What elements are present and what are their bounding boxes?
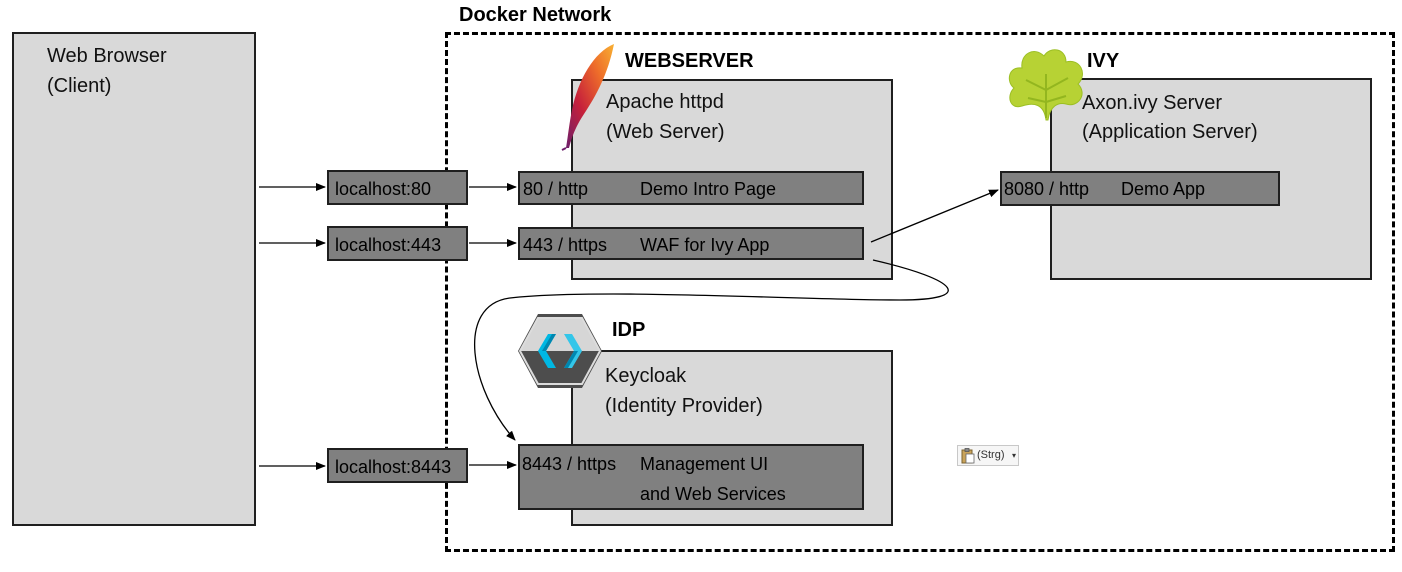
idp-name: Keycloak [605, 365, 687, 387]
arrow-webserver-to-idp [474, 259, 949, 441]
localhost-8443-label: localhost:8443 [335, 457, 452, 477]
ivy-name: Axon.ivy Server [1082, 92, 1223, 114]
webserver-name: Apache httpd [606, 91, 724, 113]
webserver-port-443-desc: WAF for Ivy App [640, 235, 770, 255]
paste-options-button[interactable]: (Strg) ▾ [957, 445, 1019, 466]
webserver-title: WEBSERVER [625, 50, 754, 72]
apache-feather-icon [561, 44, 614, 151]
webserver-port-443 [518, 227, 864, 260]
paste-options-label: (Strg) [977, 449, 1005, 461]
localhost-80-box [327, 170, 468, 205]
localhost-443-label: localhost:443 [335, 235, 442, 255]
web-browser-box [12, 32, 256, 526]
idp-role: (Identity Provider) [605, 395, 763, 417]
arrow-webserver-to-ivy [870, 189, 999, 243]
idp-title: IDP [612, 319, 646, 341]
ivy-port-8080-label: 8080 / http [1004, 179, 1090, 199]
web-browser-subtitle: (Client) [47, 75, 112, 97]
ivy-leaf-icon [1008, 49, 1083, 121]
idp-port-8443-label: 8443 / https [522, 454, 617, 474]
docker-network-title: Docker Network [459, 4, 612, 26]
ivy-role: (Application Server) [1082, 121, 1258, 143]
webserver-role: (Web Server) [606, 121, 725, 143]
idp-port-8443-desc2: and Web Services [640, 484, 786, 504]
localhost-443-box [327, 226, 468, 261]
localhost-80-label: localhost:80 [335, 179, 432, 199]
chevron-down-icon: ▾ [1012, 451, 1017, 460]
webserver-port-80 [518, 171, 864, 205]
docker-network-boundary [445, 32, 1395, 552]
idp-port-8443 [518, 444, 864, 510]
localhost-8443-box [327, 448, 468, 483]
ivy-port-8080-desc: Demo App [1121, 179, 1206, 199]
ivy-title: IVY [1087, 50, 1120, 72]
webserver-port-443-label: 443 / https [523, 235, 608, 255]
webserver-port-80-desc: Demo Intro Page [640, 179, 777, 199]
webserver-port-80-label: 80 / http [523, 179, 589, 199]
keycloak-icon [518, 314, 602, 388]
ivy-port-8080 [1000, 171, 1280, 206]
web-browser-title: Web Browser [47, 45, 167, 67]
clipboard-icon [961, 448, 975, 464]
idp-port-8443-desc1: Management UI [640, 454, 769, 474]
